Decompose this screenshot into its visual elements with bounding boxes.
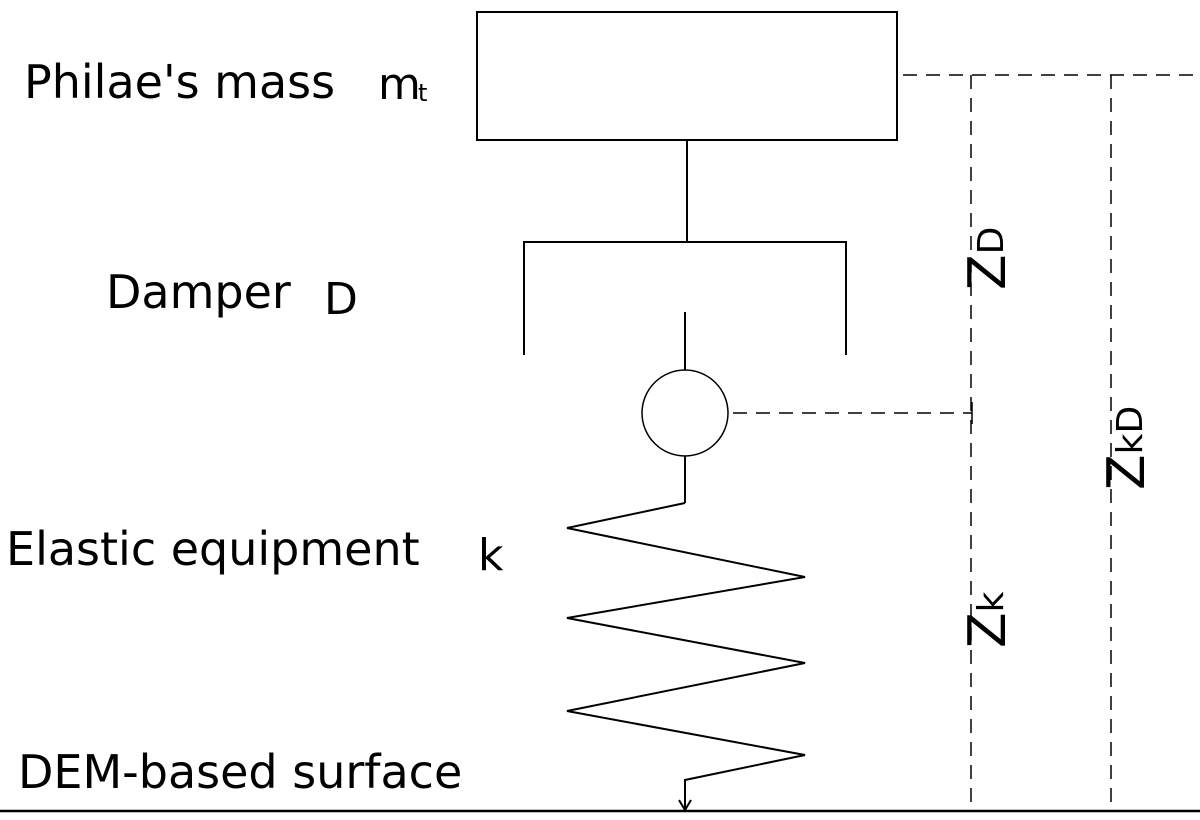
joint-node	[641, 369, 729, 457]
mass-label: Philae's mass	[24, 55, 335, 109]
svg-text:ZkD: ZkD	[1097, 406, 1157, 490]
zd-label: ZD	[958, 227, 1018, 290]
elastic-symbol: k	[478, 530, 504, 581]
zk-label: Zk	[958, 591, 1018, 648]
damper-label: Damper	[106, 265, 291, 319]
mass-symbol: m	[378, 59, 421, 110]
svg-text:ZD: ZD	[958, 227, 1018, 290]
damper-symbol: D	[324, 274, 358, 325]
spring-zigzag	[566, 502, 806, 808]
zkd-label: ZkD	[1097, 406, 1157, 490]
mass-block	[476, 11, 898, 141]
mass-symbol-subscript: t	[418, 79, 427, 107]
svg-text:Zk: Zk	[958, 591, 1018, 648]
damper-cup	[523, 241, 847, 355]
elastic-label: Elastic equipment	[6, 522, 420, 576]
surface-label: DEM-based surface	[18, 745, 462, 799]
